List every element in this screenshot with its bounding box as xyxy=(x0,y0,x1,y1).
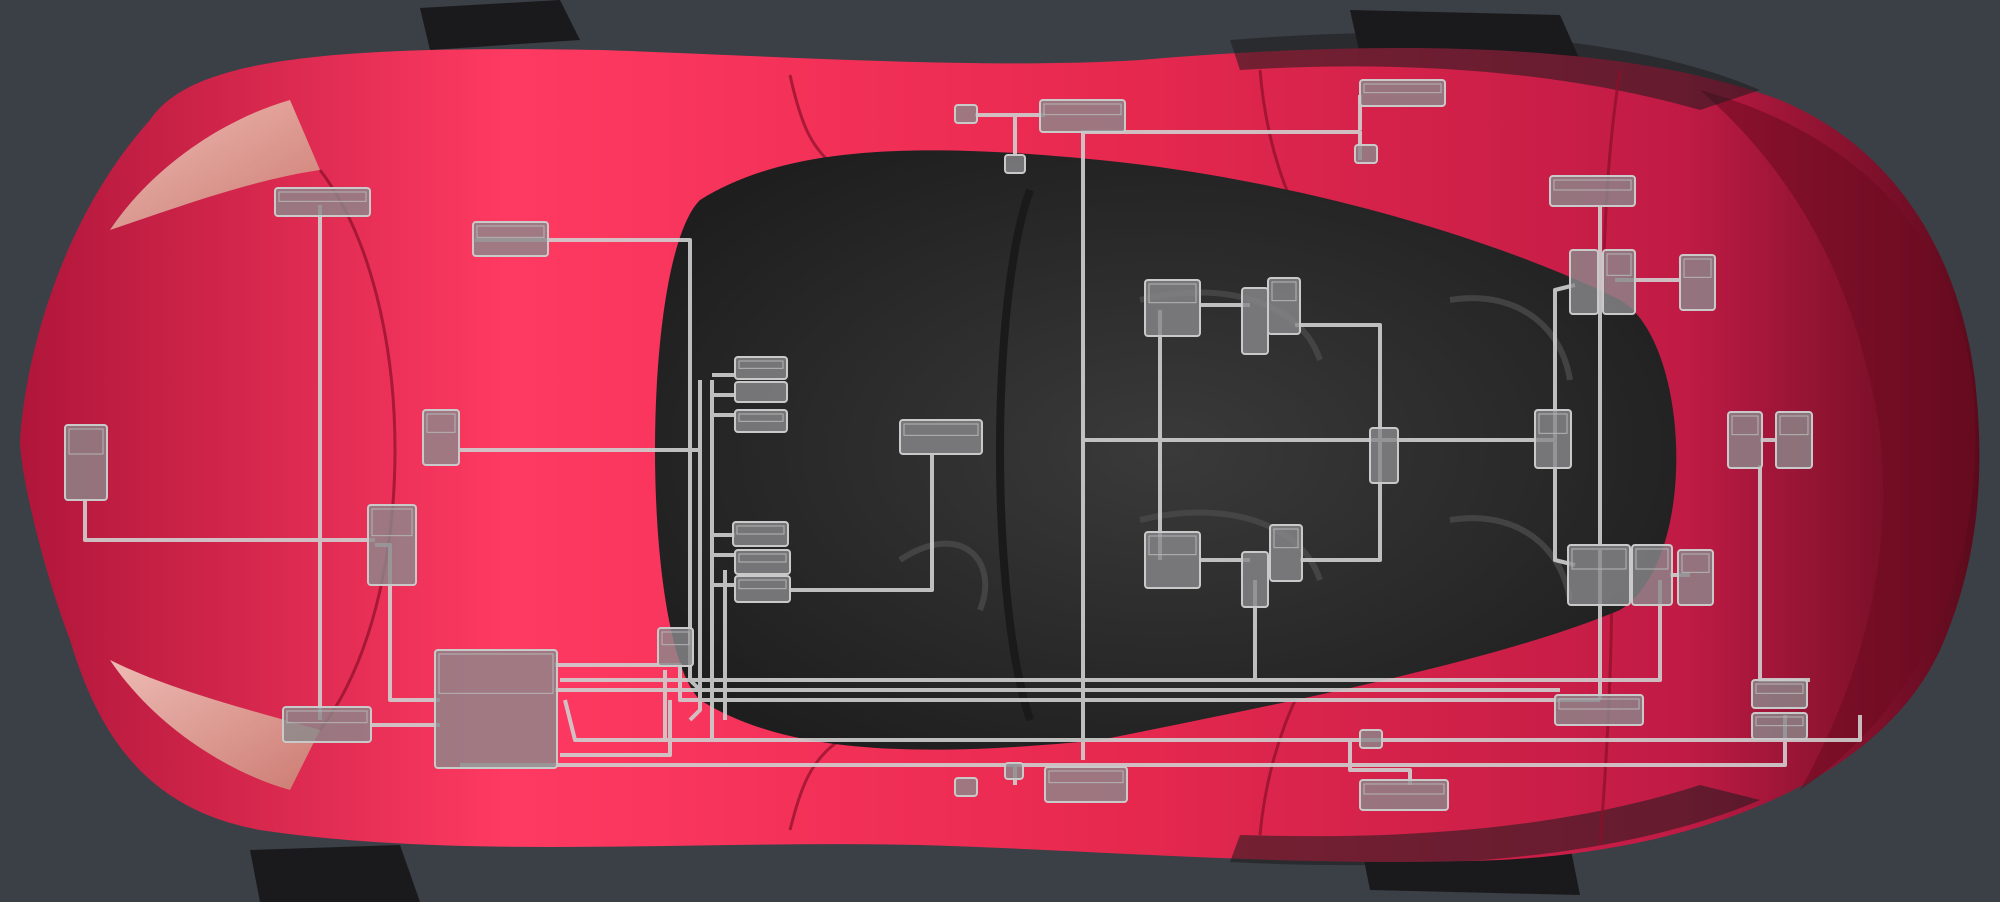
ecu-module xyxy=(1269,524,1303,582)
ecu-module-detail xyxy=(738,413,784,422)
ecu-module xyxy=(734,381,788,403)
ecu-module-detail xyxy=(1779,415,1809,436)
ecu-module-detail xyxy=(1681,553,1710,573)
ecu-module xyxy=(64,424,108,501)
ecu-module xyxy=(1004,762,1024,780)
ecu-module-detail xyxy=(661,631,690,646)
ecu-module-detail xyxy=(738,553,787,563)
ecu-module-detail xyxy=(1606,253,1632,276)
ecu-module xyxy=(1359,729,1383,749)
ecu-module-detail xyxy=(1635,548,1669,570)
ecu-module xyxy=(1679,254,1716,311)
ecu-module-detail xyxy=(371,508,413,537)
ecu-module xyxy=(1039,99,1126,133)
ecu-module xyxy=(954,777,978,797)
headlight-bottom xyxy=(110,660,320,790)
ecu-module xyxy=(1044,766,1128,803)
ecu-module-detail xyxy=(1363,783,1445,795)
ecu-module xyxy=(1727,411,1763,469)
ecu-module-detail xyxy=(438,653,554,694)
ecu-module xyxy=(1631,544,1673,606)
headlight-top xyxy=(110,100,320,230)
ecu-module xyxy=(1354,144,1378,164)
ecu-module-detail xyxy=(1271,281,1297,302)
ecu-module-detail xyxy=(68,428,104,455)
ecu-module xyxy=(274,187,371,217)
ecu-module xyxy=(1241,551,1269,608)
ecu-module-detail xyxy=(1148,283,1197,304)
ecu-module xyxy=(657,627,694,667)
ecu-module-detail xyxy=(738,579,787,590)
ecu-module xyxy=(1569,249,1599,315)
ecu-module-detail xyxy=(1148,535,1197,556)
ecu-module xyxy=(1241,287,1269,355)
ecu-module-detail xyxy=(736,525,785,535)
ecu-module-detail xyxy=(278,191,367,202)
ecu-module-detail xyxy=(1048,770,1124,784)
ecu-module-detail xyxy=(1558,698,1640,710)
ecu-module xyxy=(1775,411,1813,469)
ecu-module xyxy=(1677,549,1714,606)
body-shade-top xyxy=(1230,32,1760,110)
ecu-module-detail xyxy=(1538,413,1568,434)
ecu-module-detail xyxy=(1683,258,1712,278)
ecu-module-detail xyxy=(286,710,368,724)
ecu-module-detail xyxy=(903,423,979,436)
ecu-module xyxy=(1359,779,1449,811)
ecu-modules xyxy=(64,79,1813,811)
ecu-module-detail xyxy=(1273,528,1299,549)
wiring xyxy=(83,95,1862,785)
glass-frame-left xyxy=(996,188,1034,722)
ecu-module-detail xyxy=(1043,103,1122,116)
ecu-module xyxy=(282,706,372,743)
ecu-module xyxy=(472,221,549,257)
ecu-module-detail xyxy=(1755,716,1804,727)
ecu-module xyxy=(1144,531,1201,589)
ecu-module-detail xyxy=(426,413,456,433)
ecu-module xyxy=(1751,679,1808,709)
ecu-module-detail xyxy=(738,360,784,369)
body-shade-bottom xyxy=(1230,785,1760,866)
ecu-module xyxy=(367,504,417,586)
ecu-module xyxy=(1567,544,1631,606)
ecu-module xyxy=(1369,427,1399,484)
ecu-module xyxy=(954,104,978,124)
glass-canopy xyxy=(655,150,1677,750)
ecu-module-detail xyxy=(1553,179,1632,191)
ecu-module xyxy=(1602,249,1636,315)
ecu-module xyxy=(1534,409,1572,469)
ecu-module-detail xyxy=(1363,83,1442,94)
ecu-module xyxy=(422,409,460,466)
ecu-module xyxy=(1267,277,1301,335)
ecu-module-detail xyxy=(1731,415,1759,436)
ecu-module xyxy=(1144,279,1201,337)
ecu-module-detail xyxy=(1571,548,1627,570)
body-shade-right xyxy=(1700,90,1976,790)
ecu-module xyxy=(1554,694,1644,726)
ecu-module xyxy=(899,419,983,455)
ecu-module xyxy=(1549,175,1636,207)
ecu-module xyxy=(1004,154,1026,174)
ecu-module-detail xyxy=(1755,683,1804,694)
ecu-module-detail xyxy=(476,225,545,238)
ecu-module xyxy=(434,649,558,769)
